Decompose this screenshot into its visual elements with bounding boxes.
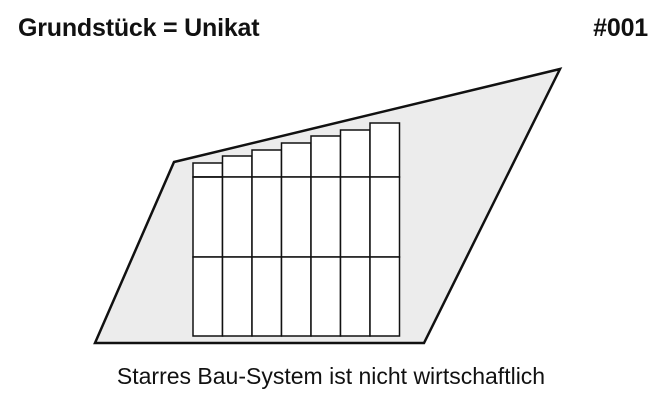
module-cell — [339, 129, 371, 178]
caption-text: Starres Bau-System ist nicht wirtschaftl… — [116, 363, 546, 389]
rigid-building-module-grid — [192, 122, 401, 337]
module-cell — [339, 176, 371, 258]
module-cell — [339, 256, 371, 337]
module-cell — [369, 176, 401, 258]
module-cell — [251, 149, 283, 178]
module-cell — [310, 176, 342, 258]
page-title: Grundstück = Unikat — [18, 14, 260, 42]
module-cell — [251, 256, 283, 337]
module-cell — [280, 176, 312, 258]
module-cell — [192, 162, 224, 178]
module-cell — [369, 256, 401, 337]
module-cell — [280, 142, 312, 178]
module-cell — [221, 155, 253, 178]
module-cell — [221, 176, 253, 258]
item-number: #001 — [593, 14, 648, 42]
module-cell — [251, 176, 283, 258]
module-cell — [310, 135, 342, 178]
module-cell — [310, 256, 342, 337]
module-cell — [192, 256, 224, 337]
module-cell — [192, 176, 224, 258]
module-cell — [280, 256, 312, 337]
module-cell — [221, 256, 253, 337]
module-cell — [369, 122, 401, 178]
